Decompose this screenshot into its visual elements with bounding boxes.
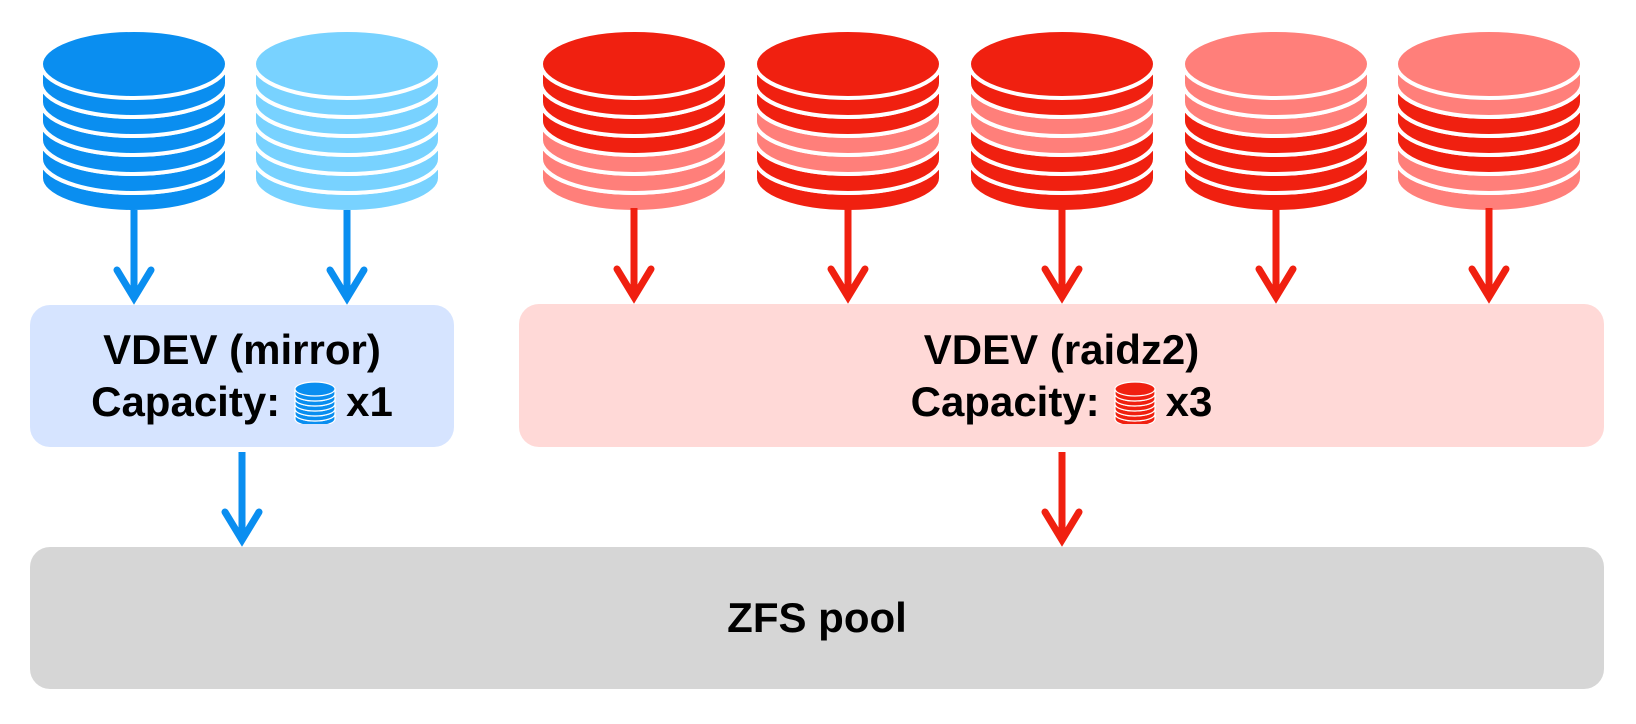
disk-stack-icon	[539, 28, 729, 214]
zfs-pool-label: ZFS pool	[727, 594, 907, 641]
vdev-mirror-capacity: Capacity: x1	[91, 376, 393, 428]
disk-layer-top	[753, 28, 943, 100]
disk-stack-icon	[1114, 380, 1156, 424]
disk-layer-top	[1394, 28, 1584, 100]
vdev-mirror-capacity-label: Capacity:	[91, 378, 281, 425]
down-arrow-icon	[1041, 452, 1083, 547]
down-arrow-icon	[221, 452, 263, 547]
disk-layer-top	[294, 381, 336, 397]
disk-layer-top	[39, 28, 229, 100]
vdev-mirror-title: VDEV (mirror)	[103, 326, 381, 373]
disk-layers	[1114, 380, 1156, 424]
disk-stack-icon	[1181, 28, 1371, 214]
down-arrow-icon	[613, 208, 655, 304]
disk-layer-top	[539, 28, 729, 100]
vdev-raidz2-capacity-label: Capacity:	[910, 377, 1100, 425]
disk-stack-icon	[252, 28, 442, 214]
down-arrow-icon	[1041, 208, 1083, 304]
disk-stack-icon	[753, 28, 943, 214]
disk-stack-icon	[39, 28, 229, 214]
vdev-raidz2-box: VDEV (raidz2) Capacity: x3	[519, 304, 1604, 447]
disk-layer-top	[1181, 28, 1371, 100]
vdev-mirror-box: VDEV (mirror) Capacity: x1	[30, 305, 454, 447]
down-arrow-icon	[827, 208, 869, 304]
down-arrow-icon	[113, 210, 155, 305]
vdev-raidz2-capacity: Capacity: x3	[911, 376, 1213, 428]
disk-layer-top	[252, 28, 442, 100]
down-arrow-icon	[326, 210, 368, 305]
vdev-raidz2-capacity-multiplier: x3	[1165, 377, 1213, 425]
disk-stack-icon	[294, 381, 336, 424]
disk-stack-icon	[1394, 28, 1584, 214]
disk-layer-top	[1114, 380, 1156, 397]
disk-layers	[294, 381, 336, 424]
vdev-raidz2-title: VDEV (raidz2)	[923, 325, 1200, 373]
disk-layer-top	[967, 28, 1157, 100]
vdev-mirror-capacity-multiplier: x1	[346, 378, 393, 425]
disk-stack-icon	[967, 28, 1157, 214]
down-arrow-icon	[1255, 208, 1297, 304]
down-arrow-icon	[1468, 208, 1510, 304]
zfs-pool-box: ZFS pool	[30, 547, 1604, 689]
